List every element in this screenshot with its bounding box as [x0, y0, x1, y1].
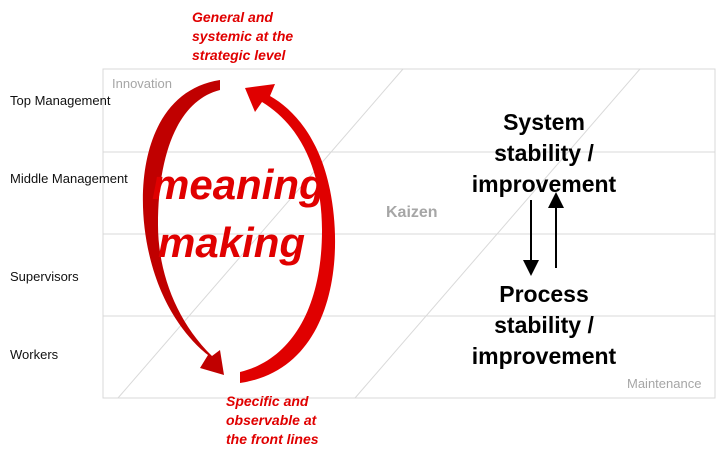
meaning-text: meaning: [152, 161, 325, 208]
system-stability-label: System stability / improvement: [471, 109, 617, 197]
level-label-middle-management: Middle Management: [10, 171, 128, 186]
level-label-workers: Workers: [10, 347, 59, 362]
level-label-top-management: Top Management: [10, 93, 111, 108]
kaizen-label: Kaizen: [386, 204, 438, 221]
strategic-level-note: General and systemic at the strategic le…: [192, 9, 294, 63]
cycle-arrow-left: [142, 80, 224, 375]
diagonal-divider: [117, 68, 404, 399]
process-stability-label: Process stability / improvement: [471, 281, 617, 369]
cycle-arrow-right: [240, 84, 336, 383]
maintenance-label: Maintenance: [627, 376, 702, 391]
level-label-supervisors: Supervisors: [10, 269, 79, 284]
front-lines-note: Specific and observable at the front lin…: [226, 393, 319, 447]
innovation-label: Innovation: [112, 76, 172, 91]
diagonal-divider: [354, 68, 641, 399]
making-text: making: [158, 219, 306, 266]
